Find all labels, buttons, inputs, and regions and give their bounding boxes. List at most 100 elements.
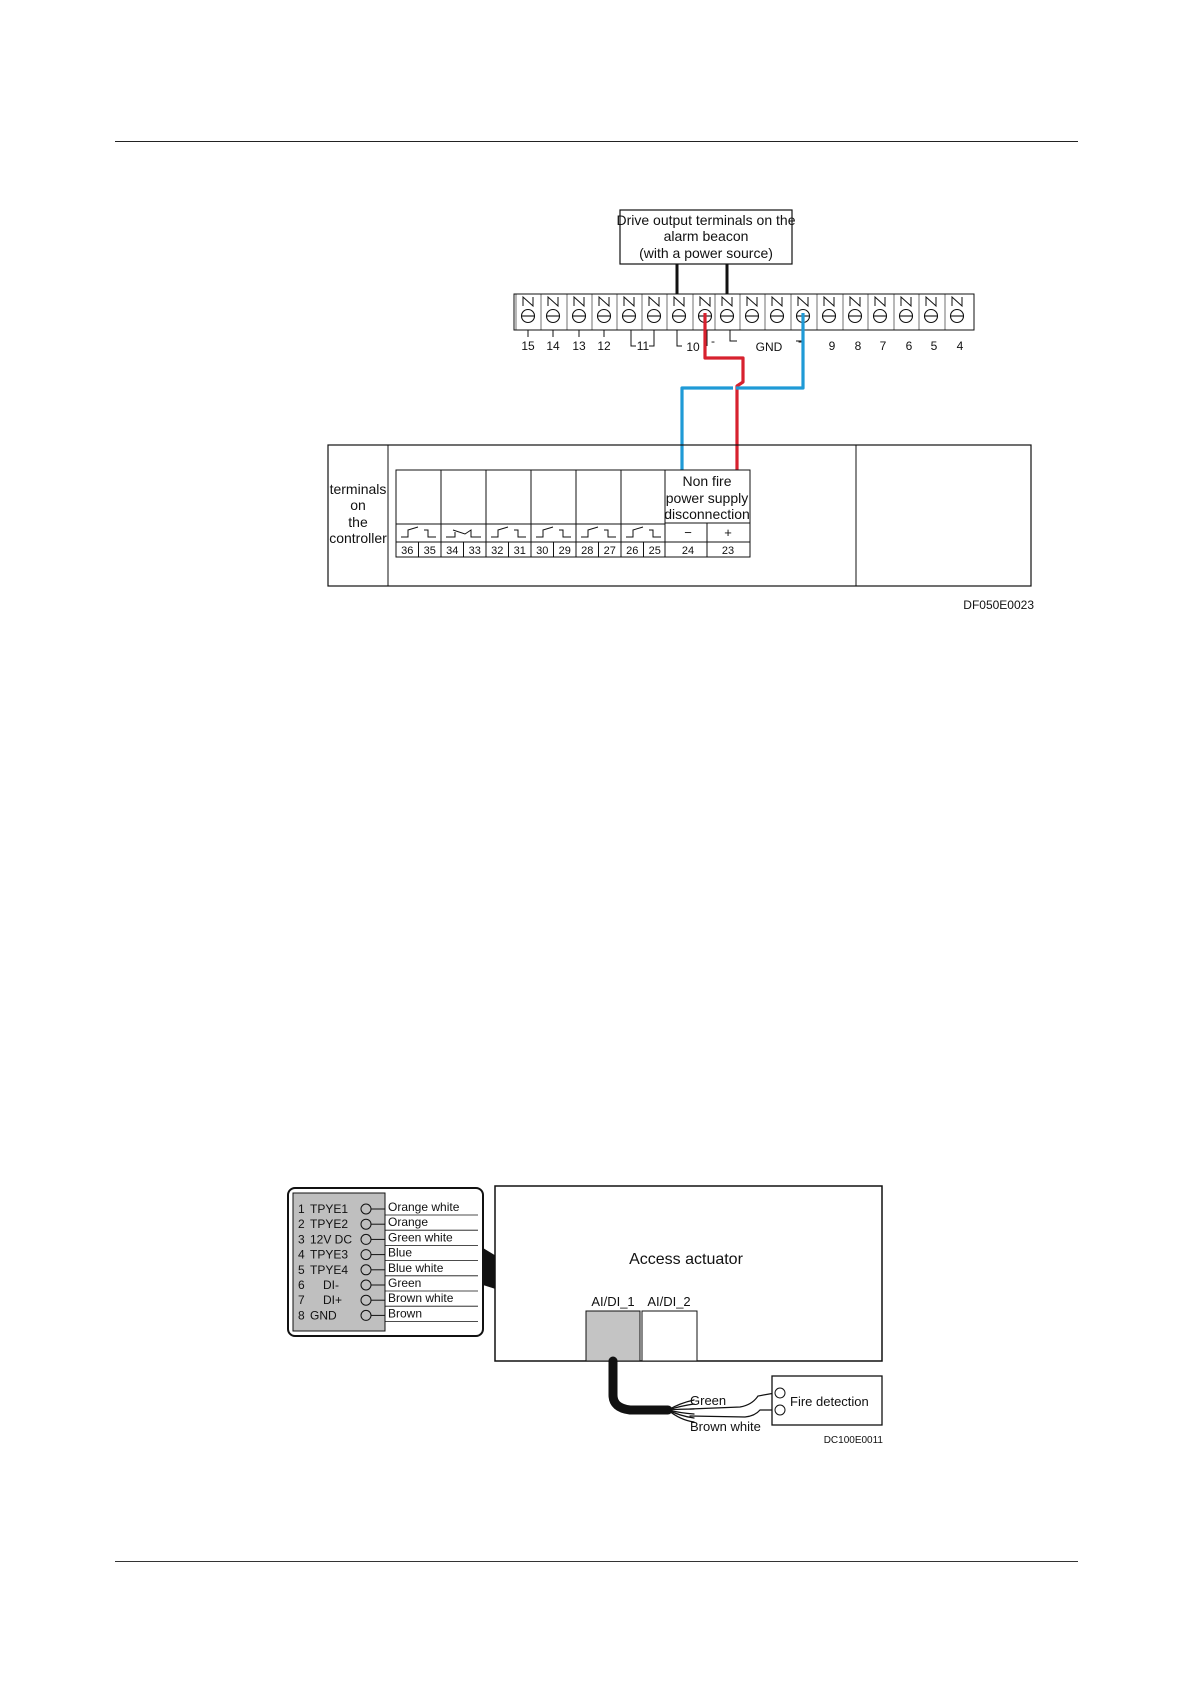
terminal-strip [513, 293, 975, 331]
terminal-screw [616, 294, 637, 330]
terminal-screw [867, 294, 888, 330]
figure-id: DF050E0023 [963, 598, 1034, 612]
relay-contact-symbol [401, 526, 436, 538]
port-label-1: AI/DI_1 [591, 1294, 634, 1309]
actuator-title: Access actuator [629, 1251, 744, 1268]
terminal-number: 12 [597, 339, 611, 353]
pin-row: 2 TPYE2 Orange [298, 1215, 478, 1231]
terminal-number: 14 [546, 339, 560, 353]
pin-label: 12V DC [310, 1232, 352, 1246]
relay-terminal-number: 33 [469, 545, 481, 557]
controller-panel: terminals on the controller [327, 444, 1032, 587]
relay-contact-symbol [581, 526, 616, 538]
fire-detection-terminal [774, 1404, 786, 1416]
terminal-screw [641, 294, 662, 330]
fire-detection-device: Fire detection [771, 1375, 883, 1426]
power-box-line-2: power supply [666, 490, 749, 506]
power-sign-minus: − [684, 525, 692, 540]
power-box-line-1: Non fire [682, 473, 731, 489]
header-rule [115, 141, 1078, 142]
relay-terminal-number: 28 [581, 545, 593, 557]
pin-row: 5 TPYE4 Blue white [298, 1261, 478, 1277]
wire-color-label: Brown [388, 1306, 422, 1320]
cable [608, 1356, 776, 1423]
fire-detection-label: Fire detection [790, 1394, 869, 1409]
pin-terminal [360, 1249, 372, 1261]
terminal-screw [918, 294, 939, 330]
relay-terminal-number: 31 [514, 545, 526, 557]
port-label-2: AI/DI_2 [647, 1294, 690, 1309]
pin-label: TPYE2 [310, 1217, 348, 1231]
port-ai-di-1 [585, 1310, 641, 1362]
terminal-numbers: 15 14 13 12 11 10 GND 9 8 7 6 5 4 - - [521, 334, 963, 354]
terminal-screw [515, 294, 536, 330]
terminal-number: 5 [931, 339, 938, 353]
pin-label: TPYE4 [310, 1263, 348, 1277]
pin-terminal [360, 1294, 372, 1306]
controller-label-1: terminals [330, 481, 387, 497]
relay-terminal-number: 35 [424, 545, 436, 557]
wire-color-label: Orange [388, 1215, 428, 1229]
terminal-number: 9 [829, 339, 836, 353]
beacon-box-line-3: (with a power source) [639, 245, 773, 261]
terminal-screw [764, 294, 785, 330]
power-terminal: 24 [682, 545, 694, 557]
wires [680, 313, 805, 470]
pin-terminal [360, 1309, 372, 1321]
relay-contact-symbol [626, 526, 661, 538]
wire-color-label: Orange white [388, 1200, 460, 1214]
relay-terminal-number: 36 [401, 545, 413, 557]
relay-terminal-number: 25 [649, 545, 661, 557]
terminal-screw [591, 294, 612, 330]
terminal-number: GND [756, 340, 783, 354]
pin-number: 2 [298, 1217, 305, 1231]
beacon-box: Drive output terminals on the alarm beac… [617, 209, 796, 265]
relay-terminal-number: 29 [559, 545, 571, 557]
wire-color-label: Green [388, 1276, 421, 1290]
callout-pointer [483, 1248, 612, 1326]
terminal-screw [666, 294, 687, 330]
pin-label: DI- [323, 1278, 339, 1292]
relay-contact-symbol [536, 526, 571, 538]
pin-number: 5 [298, 1263, 305, 1277]
wire-color-label: Green white [388, 1230, 453, 1244]
wire-label-brown-white: Brown white [690, 1419, 761, 1434]
minus-mark: - [711, 334, 715, 348]
relay-terminal-number: 26 [626, 545, 638, 557]
terminal-screw [893, 294, 914, 330]
pin-label: TPYE3 [310, 1248, 348, 1262]
pin-number: 7 [298, 1293, 305, 1307]
power-terminal: 23 [722, 545, 734, 557]
terminal-number: 13 [572, 339, 586, 353]
terminal-screw [816, 294, 837, 330]
fire-detection-terminal [774, 1387, 786, 1399]
relay-contact-symbol [446, 529, 481, 538]
pin-row: 3 12V DC Green white [298, 1230, 478, 1246]
terminal-screw [692, 294, 713, 330]
terminal-screw [540, 294, 561, 330]
terminal-number: 15 [521, 339, 535, 353]
pin-label: DI+ [323, 1293, 342, 1307]
pin-terminal [360, 1279, 372, 1291]
pin-number: 3 [298, 1232, 305, 1246]
pin-number: 4 [298, 1248, 305, 1262]
terminal-number: 10 [686, 340, 700, 354]
pin-terminal [360, 1264, 372, 1276]
figure-id-2: DC100E0011 [824, 1435, 884, 1446]
pin-terminal [360, 1218, 372, 1230]
beacon-box-line-2: alarm beacon [664, 228, 749, 244]
terminal-number: 6 [906, 339, 913, 353]
pin-label: TPYE1 [310, 1202, 348, 1216]
connector-callout [287, 1187, 484, 1337]
pin-number: 6 [298, 1278, 305, 1292]
terminal-number: 11 [637, 339, 650, 353]
relay-terminal-number: 27 [604, 545, 616, 557]
relay-terminal-number: 34 [446, 545, 458, 557]
terminal-screw [714, 294, 735, 330]
wire-color-label: Blue white [388, 1261, 444, 1275]
